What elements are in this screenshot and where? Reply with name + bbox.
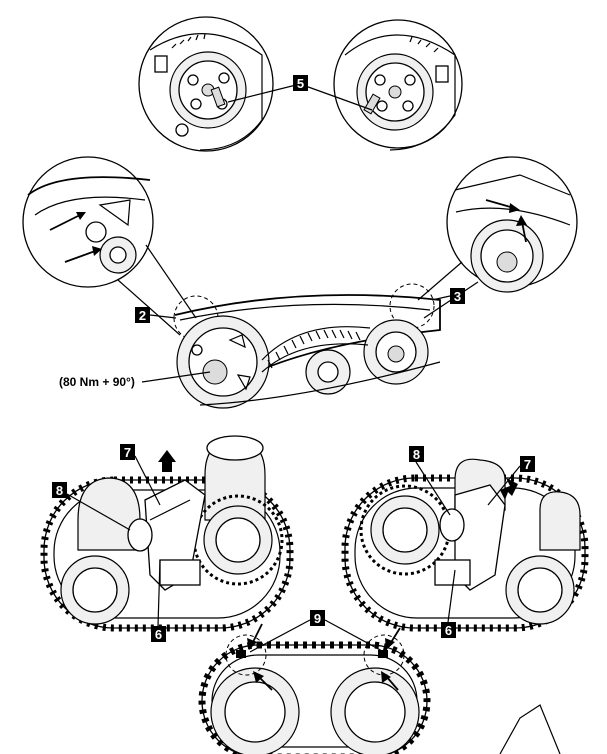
belt-drive-assembly: [173, 283, 441, 409]
callout-8a: 8: [52, 482, 131, 531]
callout-8b: 8: [409, 446, 451, 516]
callout-6b-text: 6: [445, 623, 452, 638]
callout-3: 3: [431, 288, 465, 304]
callout-5-text: 5: [297, 76, 304, 91]
twin-sprocket-chain: [198, 623, 561, 754]
callout-2: 2: [135, 307, 177, 323]
detail-circle-mid-right: [446, 156, 578, 293]
callout-9: 9: [249, 610, 385, 653]
callout-3-text: 3: [454, 289, 461, 304]
callout-6a: 6: [151, 559, 166, 642]
cam-chain-right: [341, 458, 589, 632]
callout-9-text: 9: [314, 611, 321, 626]
detail-circle-mid-left: [22, 156, 154, 288]
callout-7a: 7: [120, 444, 161, 506]
detail-circle-right: [333, 19, 463, 151]
callout-7b-text: 7: [524, 457, 531, 472]
callout-2-text: 2: [139, 308, 146, 323]
cam-chain-left: [40, 435, 294, 632]
callout-8a-text: 8: [56, 483, 63, 498]
callout-6a-text: 6: [155, 627, 162, 642]
callout-6b: 6: [441, 569, 456, 638]
callout-7b: 7: [487, 456, 535, 506]
torque-spec-label: (80 Nm + 90°): [59, 375, 135, 389]
detail-circle-left: [138, 16, 274, 152]
callout-5: 5: [293, 75, 308, 91]
callout-8b-text: 8: [413, 447, 420, 462]
callout-7a-text: 7: [124, 445, 131, 460]
